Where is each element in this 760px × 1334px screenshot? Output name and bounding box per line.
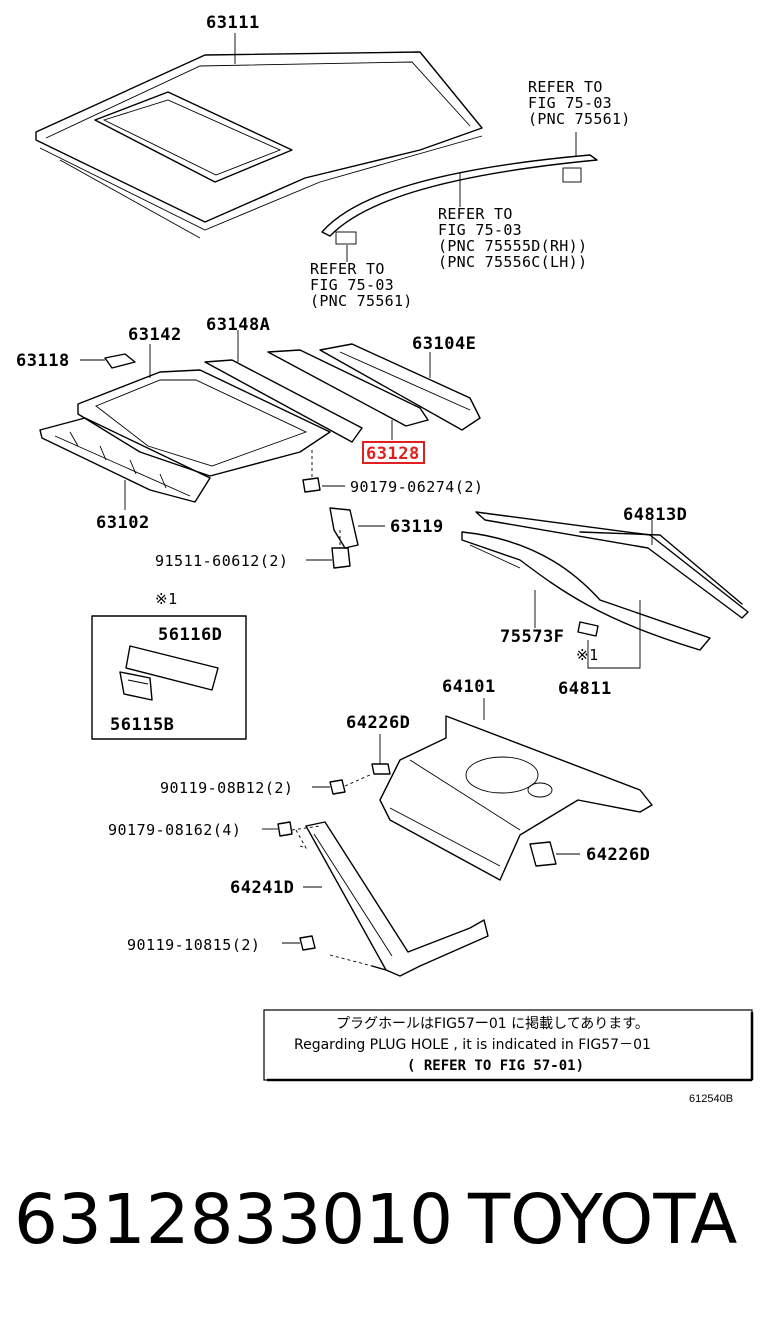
mark-1-glass: ※1 — [576, 646, 599, 664]
refer-mid-right-line1: REFER TO — [438, 205, 513, 223]
roof-moulding-drawing — [321, 132, 598, 262]
note-line-refer: ( REFER TO FIG 57-01) — [407, 1058, 584, 1074]
label-64241D: 64241D — [230, 878, 294, 898]
mark-1-box: ※1 — [155, 590, 178, 608]
roof-panel-drawing — [35, 51, 483, 239]
refer-mid-right-line4: (PNC 75556C(LH)) — [438, 253, 587, 271]
label-63102: 63102 — [96, 513, 150, 533]
refer-mid-left-line3: (PNC 75561) — [310, 292, 413, 310]
back-glass-drawing — [461, 511, 749, 651]
refer-mid-left: REFER TO FIG 75-03 (PNC 75561) — [310, 260, 413, 310]
refer-mid-left-line2: FIG 75-03 — [310, 276, 394, 294]
label-64101: 64101 — [442, 677, 496, 697]
brace-64241D-drawing — [295, 821, 489, 977]
label-64226D-right: 64226D — [586, 845, 650, 865]
refer-top-right-line2: FIG 75-03 — [528, 94, 612, 112]
footer-part-number: 6312833010 — [14, 1180, 453, 1260]
bolt-90119-10815-drawing — [282, 935, 316, 951]
footer: 6312833010 TOYOTA — [0, 1178, 760, 1288]
nut-90179-08162-drawing — [262, 821, 321, 837]
label-90119-08B12: 90119-08B12(2) — [160, 779, 293, 797]
label-63119: 63119 — [390, 517, 444, 537]
label-63142: 63142 — [128, 325, 182, 345]
plug-hole-note: プラグホールはFIG57ー01 に掲載してあります。 Regarding PLU… — [263, 1009, 754, 1082]
label-64811: 64811 — [558, 679, 612, 699]
refer-mid-right-line2: FIG 75-03 — [438, 221, 522, 239]
label-56116D: 56116D — [158, 625, 222, 645]
refer-mid-right-line3: (PNC 75555D(RH)) — [438, 237, 587, 255]
bracket-64226D-top-drawing — [371, 734, 391, 775]
bracket-64226D-right-drawing — [529, 841, 580, 867]
label-90119-10815: 90119-10815(2) — [127, 936, 260, 954]
note-line-japanese: プラグホールはFIG57ー01 に掲載してあります。 — [336, 1016, 649, 1032]
label-75573F: 75573F — [500, 627, 564, 647]
refer-mid-right: REFER TO FIG 75-03 (PNC 75555D(RH)) (PNC… — [438, 205, 587, 271]
note-line-english: Regarding PLUG HOLE , it is indicated in… — [294, 1037, 651, 1053]
footer-brand: TOYOTA — [468, 1180, 738, 1260]
nut-90179-06274-drawing — [302, 450, 345, 493]
label-63118: 63118 — [16, 351, 70, 371]
refer-top-right-line3: (PNC 75561) — [528, 110, 631, 128]
sunroof-housing-drawing — [39, 369, 331, 503]
package-tray-drawing — [379, 715, 653, 881]
refer-top-right-line1: REFER TO — [528, 78, 603, 96]
bracket-63118-drawing — [80, 353, 136, 369]
refer-top-right: REFER TO FIG 75-03 (PNC 75561) — [528, 78, 631, 128]
label-91511-60612: 91511-60612(2) — [155, 552, 288, 570]
label-63111: 63111 — [206, 13, 260, 33]
bolt-90119-08B12-drawing — [312, 773, 373, 795]
label-63148A: 63148A — [206, 315, 270, 335]
label-90179-08162: 90179-08162(4) — [108, 821, 241, 839]
label-63128: 63128 — [366, 444, 420, 464]
label-64226D-top: 64226D — [346, 713, 410, 733]
clip-box-drawing — [91, 615, 247, 740]
label-64813D: 64813D — [623, 505, 687, 525]
label-90179-06274: 90179-06274(2) — [350, 478, 483, 496]
roof-strips-drawing — [204, 343, 481, 443]
highlight-box-63128 — [362, 441, 425, 464]
diagram-code: 612540B — [689, 1093, 733, 1105]
label-63104E: 63104E — [412, 334, 476, 354]
refer-mid-left-line1: REFER TO — [310, 260, 385, 278]
label-56115B: 56115B — [110, 715, 174, 735]
bracket-63119-drawing — [306, 507, 385, 569]
